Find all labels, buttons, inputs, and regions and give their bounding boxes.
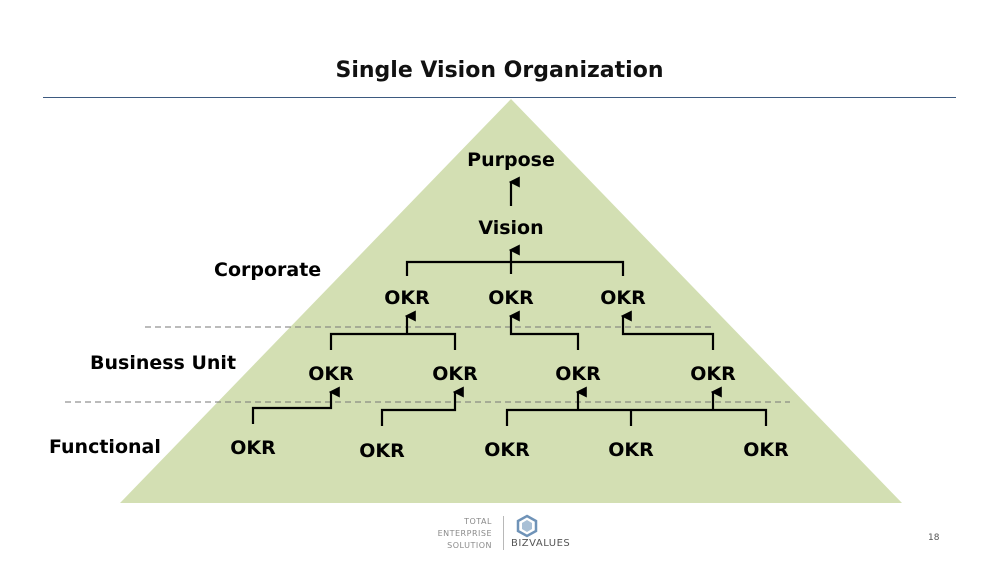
functional-okr-5: OKR [743,439,789,461]
vision-node: Vision [478,217,544,239]
slide-title: Single Vision Organization [335,58,664,83]
tagline-line-2: ENTERPRISE [437,529,492,538]
func-okr-2-connector [380,386,464,426]
purpose-node: Purpose [467,149,555,171]
tagline-line-1: TOTAL [464,517,492,526]
functional-okr-4: OKR [608,439,654,461]
bizvalues-logo-icon [516,514,538,538]
corporate-okr-bracket [405,260,625,276]
business-unit-okr-4: OKR [690,363,736,385]
business-unit-okr-2: OKR [432,363,478,385]
business-unit-okr-1: OKR [308,363,354,385]
corporate-okr-2: OKR [488,287,534,309]
level-label-corporate: Corporate [214,259,322,281]
func-okr-1-connector [251,386,340,424]
corporate-okr-3: OKR [600,287,646,309]
functional-okr-1: OKR [230,437,276,459]
tagline-line-3: SOLUTION [447,541,492,550]
functional-okr-3: OKR [484,439,530,461]
level-label-business-unit: Business Unit [90,352,237,374]
bu-okr-1-2-bracket [329,332,457,350]
page-number: 18 [928,533,940,543]
func-okr-3-5-bracket [505,408,768,426]
footer: TOTAL ENTERPRISE SOLUTION BIZVALUES [0,512,999,552]
functional-okr-2: OKR [359,440,405,462]
connectors [251,176,768,426]
level-dividers [65,326,790,403]
bu-okr-3-connector [508,310,580,350]
footer-brand: BIZVALUES [511,538,571,549]
bu-okr-4-connector [620,310,715,350]
business-unit-okr-3: OKR [555,363,601,385]
title-divider [43,97,956,98]
footer-tagline: TOTAL ENTERPRISE SOLUTION [420,516,492,552]
footer-divider [503,516,504,550]
level-label-functional: Functional [49,436,161,458]
corporate-okr-1: OKR [384,287,430,309]
